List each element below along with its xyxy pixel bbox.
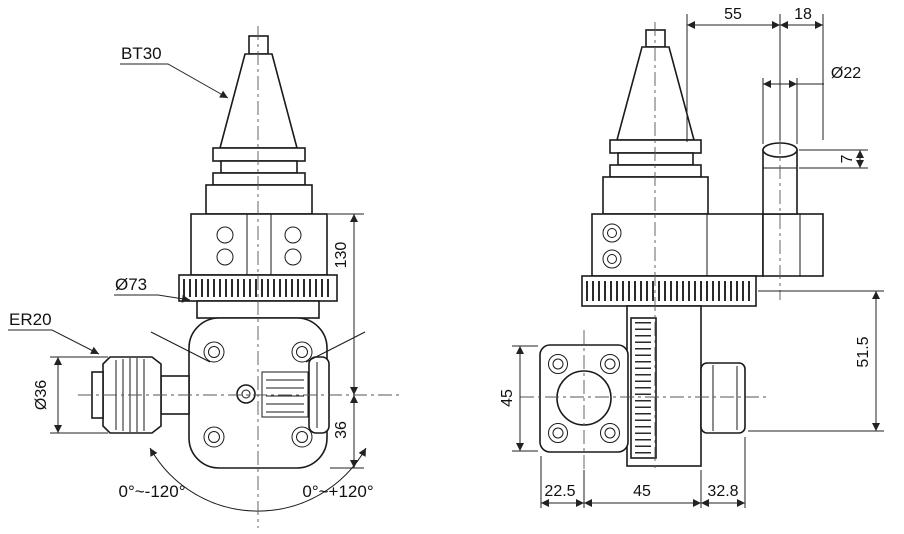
front-view <box>78 26 400 528</box>
collar-side <box>602 176 709 215</box>
offset-18-dimension: 18 <box>794 6 812 23</box>
flange-ring <box>212 172 306 186</box>
taper-flange <box>212 147 306 162</box>
stop-arm <box>762 213 824 277</box>
pull-stud-side <box>645 29 666 48</box>
graduated-dial-ring-side <box>581 275 757 307</box>
output-spindle-side <box>700 362 746 434</box>
housing <box>190 213 328 276</box>
dim-51-5-dimension: 51.5 <box>855 336 872 367</box>
swivel-negative-label: 0°~-120° <box>118 482 185 501</box>
flange-45-dimension: 45 <box>499 389 516 407</box>
er20-leader <box>8 329 100 355</box>
er20-label: ER20 <box>9 310 52 329</box>
offset-55-dimension: 55 <box>724 6 742 23</box>
dim-22-5-dimension: 22.5 <box>544 483 575 500</box>
height-36-dimension: 36 <box>333 421 350 439</box>
dia36-dimension: Ø36 <box>33 380 50 410</box>
flange-bolts <box>548 354 620 443</box>
dim-32-8-dimension: 32.8 <box>707 483 738 500</box>
bt30-taper-cone-side <box>615 46 696 141</box>
collar <box>205 184 313 215</box>
pin-step-dimension: 7 <box>839 154 856 163</box>
dia73-label: Ø73 <box>115 275 147 294</box>
swivel-line-left <box>150 331 211 363</box>
pin-diameter-dimension: Ø22 <box>831 65 861 82</box>
pull-stud <box>248 35 269 55</box>
housing-side <box>591 213 764 277</box>
head-bolts <box>203 341 313 448</box>
center-knob <box>236 384 256 404</box>
bt30-label: BT30 <box>121 44 162 63</box>
housing-screws <box>602 223 622 269</box>
flange-groove <box>220 160 298 174</box>
name-plate-lines <box>266 379 304 413</box>
flange-ring-side <box>609 164 702 178</box>
dim-45-dimension: 45 <box>633 483 651 500</box>
name-plate <box>261 371 309 418</box>
bt30-taper-cone <box>218 53 299 149</box>
dia73-leader <box>114 294 191 303</box>
annotations: BT30 ER20 Ø73 Ø36 130 36 0°~-120° 0°~+12… <box>8 6 884 508</box>
height-130-dimension: 130 <box>333 242 350 269</box>
side-view <box>520 22 824 470</box>
clamp-screws <box>216 226 302 266</box>
swivel-positive-label: 0°~+120° <box>302 482 373 501</box>
flange-groove-side <box>617 152 694 166</box>
bt30-leader <box>120 63 229 99</box>
